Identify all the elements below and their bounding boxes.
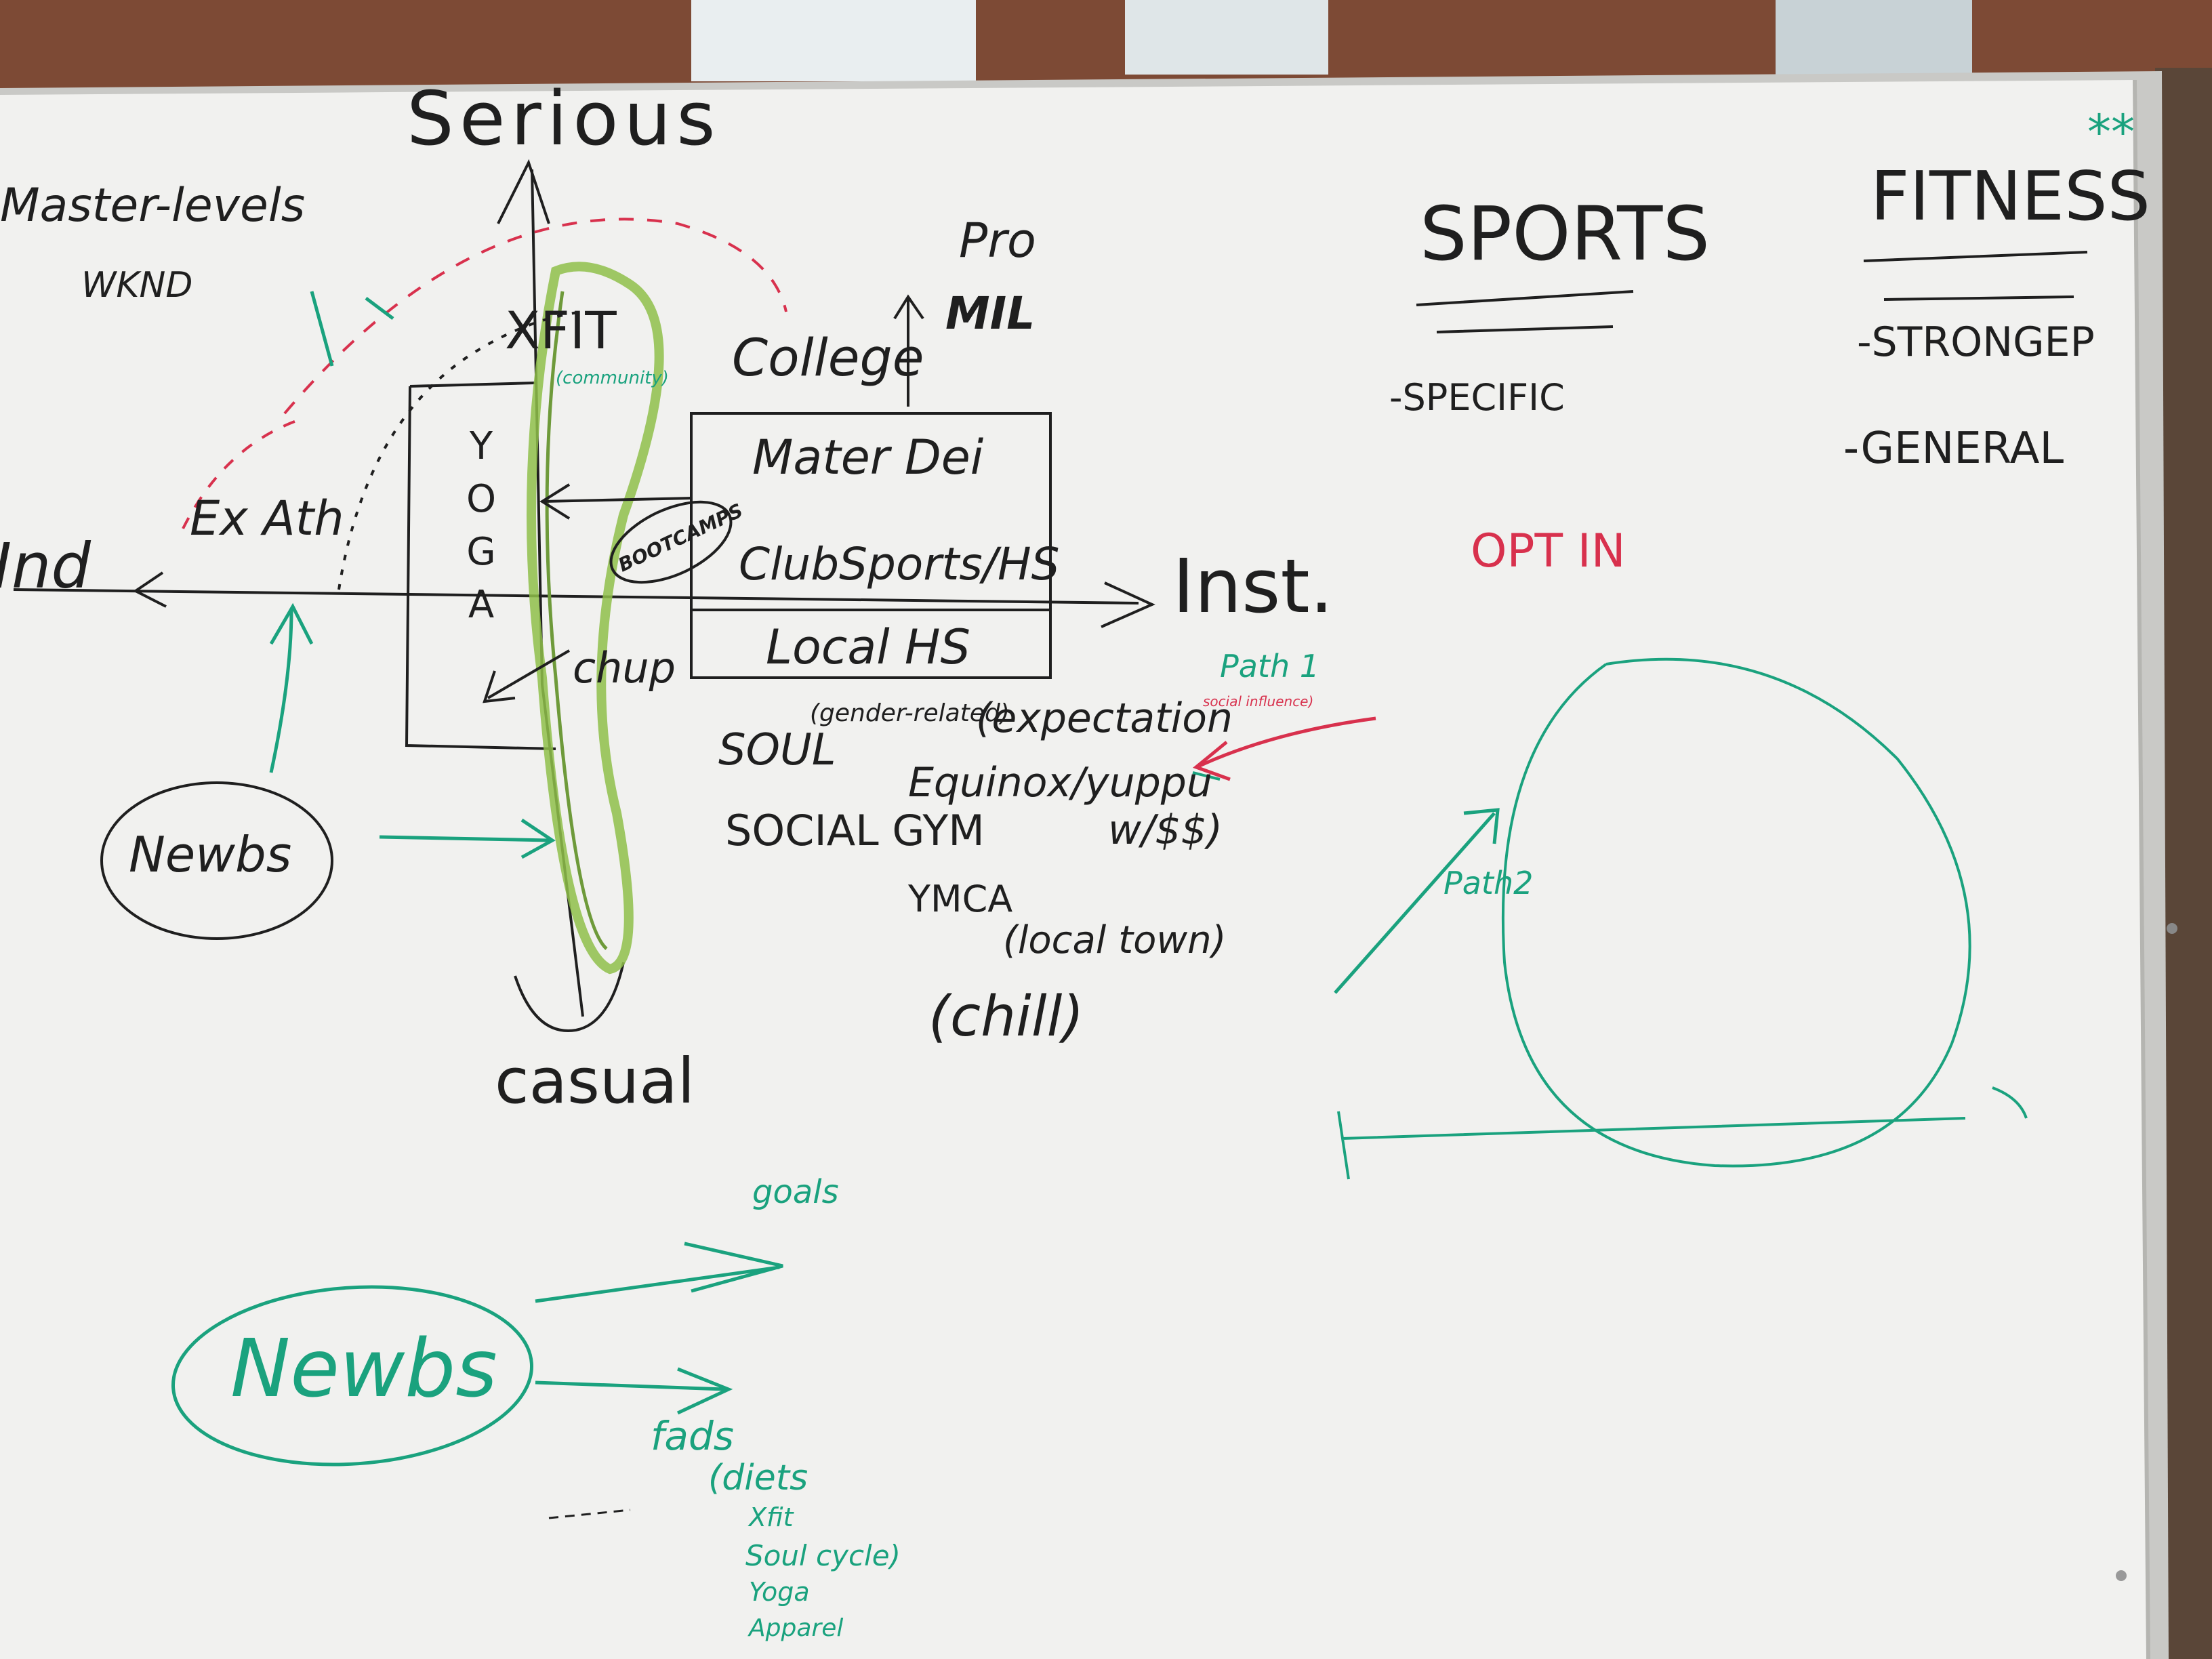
newbs-circle-black — [100, 781, 333, 940]
chill-label: (chill) — [928, 985, 1084, 1049]
opt-in-label: OPT IN — [1471, 525, 1626, 578]
bootcamps-arrow — [539, 483, 692, 520]
stronger-label: -STRONGEP — [1857, 319, 2095, 366]
fad-item-apparel: Apparel — [749, 1614, 844, 1642]
inst-row-mater-dei: Mater Dei — [752, 430, 984, 485]
yoga-letter-g: G — [466, 530, 496, 574]
equinox-note: w/$$) — [1108, 806, 1223, 854]
red-dashed-arc — [283, 218, 787, 415]
local-town-label: (local town) — [1003, 918, 1227, 962]
fitness-label: FITNESS — [1870, 157, 2151, 236]
path1-note: social influence) — [1203, 693, 1314, 710]
yoga-letter-o: O — [466, 477, 497, 521]
path1-arrow — [1193, 716, 1376, 781]
newbs-label-black: Newbs — [129, 826, 292, 883]
yoga-letter-y: Y — [469, 424, 493, 468]
newbs-label-green: Newbs — [230, 1322, 497, 1415]
window-right — [1776, 0, 1972, 75]
axis-horizontal — [13, 588, 1139, 605]
master-levels-label: Master-levels — [0, 179, 306, 232]
fad-item-diets: (diets — [708, 1458, 808, 1498]
bootcamps-bubble — [609, 500, 733, 584]
pro-label: Pro — [959, 213, 1036, 268]
red-dashed-ex-ath — [182, 419, 299, 529]
soul-note: (gender-related) — [810, 699, 1010, 727]
mark-1 — [548, 1509, 631, 1519]
green-arrow-newbs-right — [379, 818, 556, 859]
axis-vertical-arrowhead — [497, 159, 550, 224]
fads-arrow — [535, 1367, 733, 1415]
axis-horizontal-arrow-left — [133, 571, 167, 608]
equinox-label: Equinox/yuppu — [908, 759, 1212, 806]
ex-ath-label: Ex Ath — [190, 491, 344, 546]
window-mid — [1125, 0, 1328, 75]
path2-circle — [1501, 657, 1971, 1168]
board-surface — [0, 80, 2148, 1659]
soul-label: SOUL — [718, 725, 836, 775]
general-label: -GENERAL — [1843, 424, 2064, 474]
green-tick-2 — [365, 297, 394, 320]
path1-green-tick — [1192, 771, 1221, 781]
axis-right-label: Inst. — [1172, 543, 1334, 630]
sports-underline — [1416, 290, 1634, 333]
xfit-note: (community) — [556, 368, 669, 388]
college-arrow — [893, 294, 924, 407]
axis-top-label: Serious — [407, 75, 721, 162]
chup-label: chup — [573, 643, 676, 693]
xfit-loop — [527, 262, 664, 975]
goals-arrow — [535, 1242, 783, 1303]
yoga-letters: Y O G A — [461, 420, 501, 632]
path2-baseline — [1337, 1086, 2028, 1180]
path2-arrow — [1334, 808, 1500, 994]
window-left — [691, 0, 976, 81]
newbs-circle-green — [171, 1285, 534, 1467]
inst-row-clubsports: ClubSports/HS — [739, 538, 1060, 590]
axis-bottom-label: casual — [495, 1045, 695, 1118]
mil-label: MIL — [945, 287, 1036, 340]
axis-vertical-bottom-curve — [514, 962, 625, 1032]
path1-label: Path 1 — [1220, 648, 1320, 684]
green-arrow-newbs-up — [269, 602, 314, 773]
yoga-letter-a: A — [468, 583, 495, 627]
xfit-label: XFIT — [505, 300, 617, 361]
expectation-label: (expectation — [976, 695, 1233, 742]
wknd-label: WKND — [81, 265, 193, 306]
ymca-label: YMCA — [908, 878, 1013, 920]
axis-left-label: Ind — [0, 530, 91, 602]
xfit-loop-inner — [545, 291, 608, 950]
fitness-underline — [1863, 251, 2088, 301]
board-right-edge — [2133, 79, 2150, 1659]
specific-label: -SPECIFIC — [1389, 376, 1565, 419]
fad-item-soul-cycle: Soul cycle) — [745, 1539, 901, 1572]
board-screw-1 — [2167, 923, 2177, 934]
board-screw-2 — [2116, 1570, 2127, 1581]
path2-label: Path2 — [1443, 865, 1534, 901]
chup-arrow — [483, 649, 571, 703]
fad-item-yoga: Yoga — [749, 1577, 810, 1607]
goals-label: goals — [752, 1173, 839, 1211]
inst-row-local-hs: Local HS — [766, 619, 970, 675]
fad-item-xfit: Xfit — [749, 1502, 794, 1532]
fads-label: fads — [651, 1413, 734, 1459]
stars-mark: ** — [2087, 104, 2135, 160]
inst-box — [690, 412, 1052, 679]
green-tick-1 — [310, 291, 334, 367]
college-label: College — [732, 327, 924, 388]
axis-horizontal-arrow-right — [1101, 581, 1155, 628]
sports-label: SPORTS — [1420, 190, 1711, 277]
social-gym-label: SOCIAL GYM — [725, 806, 985, 855]
